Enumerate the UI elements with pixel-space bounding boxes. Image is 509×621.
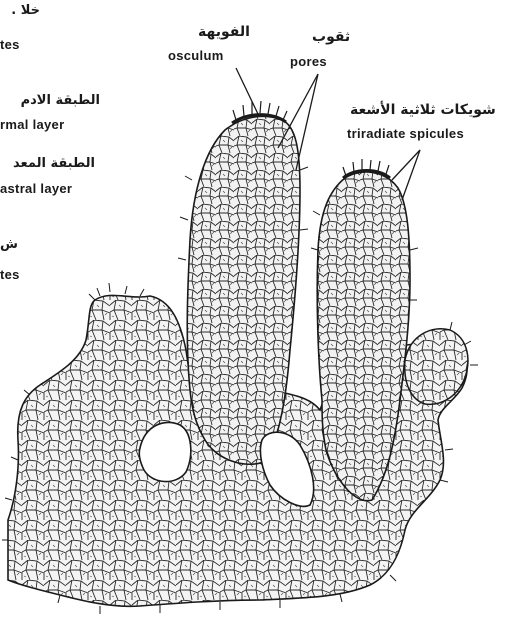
- spicules-pointer-2: [402, 150, 420, 200]
- pores-pointer-2: [296, 74, 318, 170]
- pores-pointer-1: [278, 74, 318, 148]
- spicules-pointer-1: [392, 150, 420, 180]
- osculum-pointer: [236, 68, 258, 114]
